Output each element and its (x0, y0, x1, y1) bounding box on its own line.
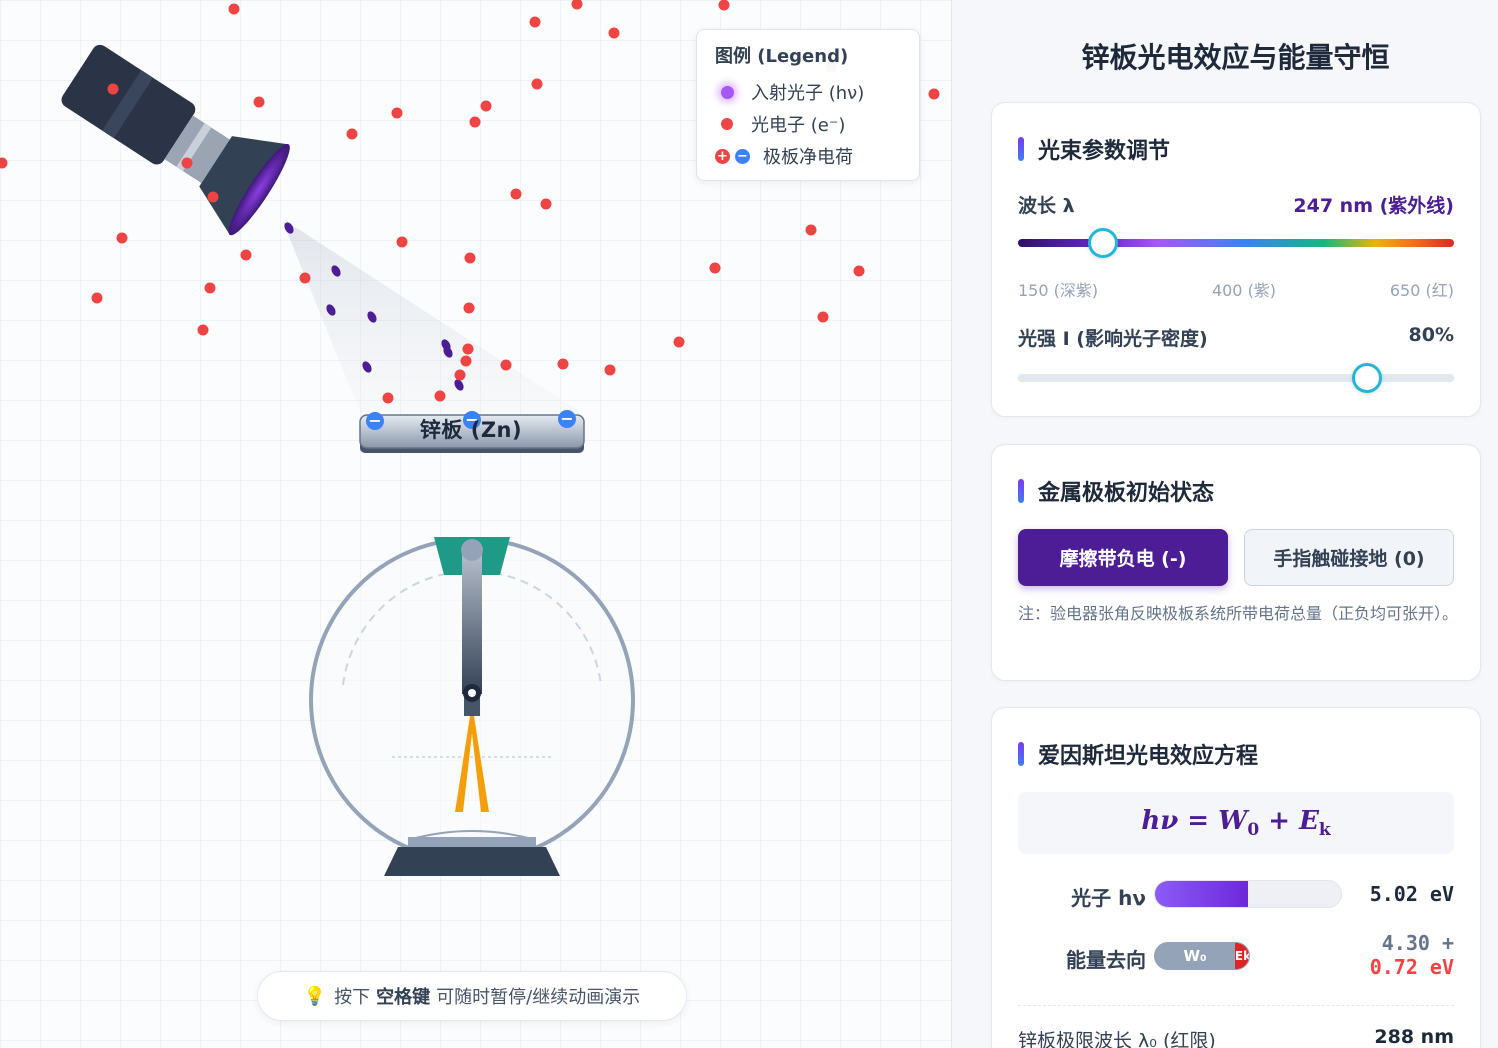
heading-accent-bar (1018, 137, 1024, 161)
wavelength-ticks: 150 (深紫) 400 (紫) 650 (红) (1018, 277, 1454, 301)
tick-label: 400 (紫) (1211, 281, 1277, 300)
legend-charge-label: 极板净电荷 (763, 147, 853, 168)
ek-value: 0.72 eV (1369, 955, 1454, 979)
equation-card: 爱因斯坦光电效应方程 hν = W0 + Ek 光子 hν 5.02 eV 能量… (991, 707, 1481, 1048)
plate-charge-3: − (558, 410, 576, 428)
photon-energy-value: 5.02 eV (1369, 882, 1454, 906)
scene-canvas (0, 0, 940, 876)
electron-icon (721, 118, 733, 130)
photon-icon (721, 85, 734, 99)
legend-photon-label: 入射光子 (hν) (751, 83, 865, 104)
intensity-slider-thumb[interactable] (1351, 363, 1382, 393)
plate-charge-1: − (366, 412, 384, 430)
beam-heading-text: 光束参数调节 (1038, 139, 1171, 164)
wavelength-value: 247 nm (紫外线) (1293, 195, 1454, 217)
hint-pre: 按下 (334, 987, 371, 1008)
plate-state-card: 金属极板初始状态 摩擦带负电 (-) 手指触碰接地 (0) 注：验电器张角反映极… (991, 444, 1481, 681)
legend-electron: 光电子 (e⁻) (715, 108, 901, 140)
energy-destination-label: 能量去向 (1066, 948, 1146, 972)
control-panel: 锌板光电效应与能量守恒 光束参数调节 波长 λ 247 nm (紫外线) 150… (953, 0, 1498, 1048)
threshold-wavelength-label: 锌板极限波长 λ₀ (红限) (1018, 1030, 1216, 1048)
electron-group (0, 0, 940, 404)
energy-split-bar: W₀ Ek (1154, 942, 1250, 970)
tick-label: 150 (深紫) (1018, 281, 1099, 300)
panel-title: 锌板光电效应与能量守恒 (1081, 41, 1390, 74)
light-beam (283, 222, 580, 412)
w0-value: 4.30 + (1381, 931, 1454, 955)
zinc-plate-label: 锌板 (Zn) (419, 418, 523, 442)
plate-state-heading: 金属极板初始状态 (1018, 475, 1214, 507)
beam-card: 光束参数调节 波长 λ 247 nm (紫外线) 150 (深紫) 400 (紫… (991, 102, 1481, 417)
legend-charge: + − 极板净电荷 (715, 140, 901, 172)
legend: 图例 (Legend) 入射光子 (hν) 光电子 (e⁻) + − 极板净电荷 (696, 29, 920, 181)
plate-charge-2: − (463, 411, 481, 429)
photon-energy-bar (1154, 880, 1342, 908)
einstein-formula: hν = W0 + Ek (1018, 792, 1454, 854)
wavelength-slider-track[interactable] (1018, 239, 1454, 247)
uv-lamp (61, 44, 290, 236)
intensity-value: 80% (1408, 324, 1454, 346)
hint-key: 空格键 (376, 987, 431, 1008)
charge-negative-button[interactable]: 摩擦带负电 (-) (1018, 529, 1228, 586)
electroscope-note: 注：验电器张角反映极板系统所带电荷总量（正负均可张开）。 (1018, 604, 1459, 623)
intensity-slider-track[interactable] (1018, 374, 1454, 382)
beam-heading: 光束参数调节 (1018, 133, 1170, 165)
legend-electron-label: 光电子 (e⁻) (751, 115, 846, 136)
plate-state-heading-text: 金属极板初始状态 (1038, 481, 1215, 506)
intensity-label: 光强 I (影响光子密度) (1018, 328, 1208, 350)
lightbulb-icon: 💡 (303, 985, 327, 1007)
photon-energy-label: 光子 hν (1071, 886, 1146, 910)
wavelength-slider-thumb[interactable] (1087, 228, 1118, 258)
photon-energy-fill (1155, 881, 1248, 907)
divider (1018, 1005, 1454, 1006)
ground-button[interactable]: 手指触碰接地 (0) (1244, 529, 1454, 586)
threshold-wavelength-value: 288 nm (1374, 1026, 1454, 1048)
wavelength-label: 波长 λ (1018, 195, 1075, 217)
positive-charge-icon: + (715, 148, 730, 164)
electroscope (309, 537, 635, 876)
ek-segment: Ek (1235, 943, 1249, 969)
photon-group (284, 222, 464, 391)
negative-charge-icon: − (735, 148, 750, 164)
heading-accent-bar (1018, 742, 1024, 766)
simulation-stage[interactable]: − − − 锌板 (Zn) 图例 (Legend) 入射光子 (hν) 光电子 … (0, 0, 952, 1048)
w0-segment: W₀ (1183, 947, 1207, 965)
legend-title: 图例 (Legend) (715, 46, 849, 67)
hint-post: 可随时暂停/继续动画演示 (436, 987, 641, 1008)
legend-photon: 入射光子 (hν) (715, 76, 901, 108)
heading-accent-bar (1018, 479, 1024, 503)
equation-heading-text: 爱因斯坦光电效应方程 (1038, 744, 1259, 769)
tick-label: 650 (红) (1389, 281, 1454, 300)
equation-heading: 爱因斯坦光电效应方程 (1018, 738, 1258, 770)
keyboard-hint: 💡 按下 空格键 可随时暂停/继续动画演示 (257, 971, 687, 1021)
